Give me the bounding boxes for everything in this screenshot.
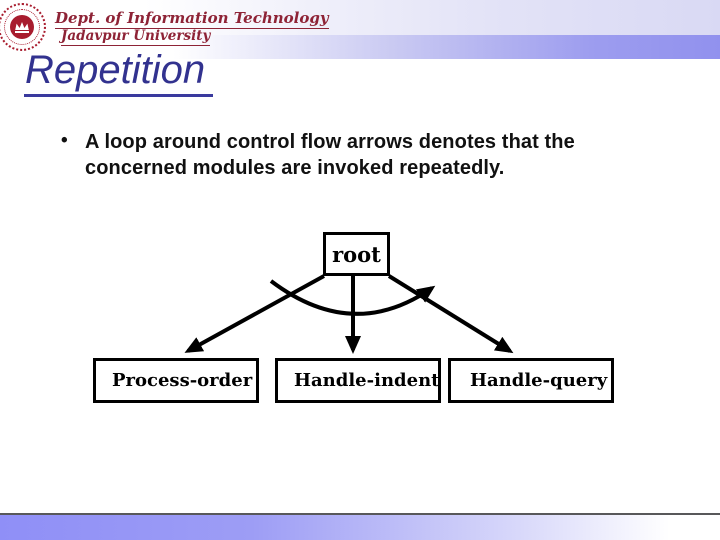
crown-icon-glyph — [15, 22, 29, 33]
seal-ring — [4, 9, 40, 45]
repetition-loop-arc — [269, 279, 436, 316]
header-department-name: Dept. of Information Technology — [55, 9, 329, 29]
crown-icon — [10, 15, 34, 39]
diagram-box-process-order: Process-order — [93, 358, 259, 403]
diagram-box-process-order-label: Process-order — [112, 370, 253, 391]
bullet-text-line1: A loop around control flow arrows denote… — [85, 131, 575, 153]
diagram-box-handle-query-label: Handle-query — [470, 370, 608, 391]
bullet-marker: • — [61, 130, 68, 151]
diagram-box-handle-indent: Handle-indent — [275, 358, 441, 403]
diagram-box-handle-query: Handle-query — [448, 358, 614, 403]
diagram-box-handle-indent-label: Handle-indent — [294, 370, 440, 391]
footer-divider-line — [0, 513, 720, 515]
header-university-name: Jadavpur University — [61, 28, 211, 46]
bullet-text-line2: concerned modules are invoked repeatedly… — [85, 157, 505, 179]
arrow-root-to-handle-query — [387, 274, 514, 354]
diagram-box-root: root — [323, 232, 390, 276]
footer-gradient-band — [0, 515, 720, 540]
header-gradient-band-top — [0, 0, 720, 35]
header-gradient-band-bottom — [0, 35, 720, 59]
arrow-root-to-process-order — [184, 274, 325, 353]
page-title: Repetition — [24, 49, 214, 97]
diagram-box-root-label: root — [332, 241, 381, 267]
bullet-text: A loop around control flow arrows denote… — [85, 129, 618, 181]
bullet-item: • A loop around control flow arrows deno… — [58, 129, 618, 181]
university-seal — [0, 3, 46, 51]
